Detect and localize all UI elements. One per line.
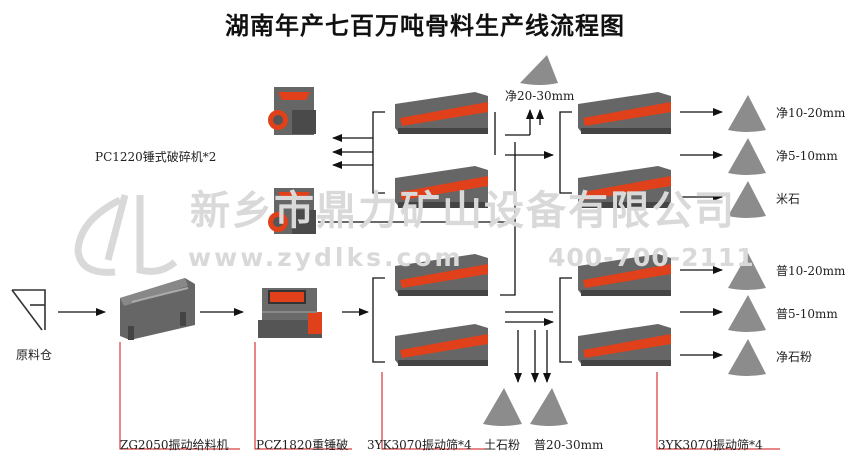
- label-feeder: ZG2050振动给料机: [120, 438, 229, 452]
- pile-icon-clean-10-20: [728, 95, 766, 132]
- pile-icon-soil-stone-powder: [483, 388, 522, 426]
- label-clean-5-10: 净5-10mm: [776, 149, 838, 163]
- screen-icon-tr1: [578, 92, 671, 134]
- screen-icon-tr2: [578, 166, 671, 208]
- screen-icon-bl1: [395, 254, 488, 296]
- raw-bin-icon: [11, 289, 46, 331]
- watermark-logo: [74, 194, 178, 276]
- screen-icon-bl2: [395, 324, 488, 366]
- heavy-hammer-crusher-icon: [258, 288, 322, 338]
- watermark-website: www.zydlks.com: [188, 243, 464, 272]
- label-heavy-hammer: PCZ1820重锤破: [256, 438, 349, 452]
- pile-icon-rice-stone: [728, 181, 766, 218]
- label-common-5-10: 普5-10mm: [776, 307, 838, 321]
- pile-icon-common-5-10: [728, 295, 766, 332]
- screen-icon-tl1: [395, 92, 488, 134]
- pile-icon-clean-20-30: [520, 55, 558, 85]
- watermark-company: 新乡市鼎力矿山设备有限公司: [190, 188, 736, 234]
- diagram-title: 湖南年产七百万吨骨料生产线流程图: [225, 12, 625, 40]
- pile-icon-clean-stone-powder: [728, 339, 766, 376]
- pile-icon-clean-5-10: [728, 138, 766, 175]
- label-clean-20-30: 净20-30mm: [505, 89, 575, 103]
- label-screen-right: 3YK3070振动筛*4: [658, 438, 763, 452]
- label-rice-stone: 米石: [776, 192, 801, 206]
- label-common-20-30: 普20-30mm: [534, 438, 604, 452]
- label-screen-left: 3YK3070振动筛*4: [367, 438, 472, 452]
- label-clean-10-20: 净10-20mm: [776, 106, 846, 120]
- pile-icon-common-10-20: [728, 253, 766, 290]
- vibrating-feeder-icon: [120, 278, 195, 340]
- pile-icon-common-20-30: [530, 388, 568, 426]
- label-soil-stone-powder: 土石粉: [484, 438, 521, 452]
- flow-lines: [58, 108, 723, 383]
- product-piles: [483, 55, 766, 426]
- label-clean-stone-powder: 净石粉: [776, 350, 813, 364]
- label-common-10-20: 普10-20mm: [776, 264, 846, 278]
- leader-lines: [119, 342, 780, 450]
- screen-icon-br1: [578, 254, 671, 296]
- pc-hammer-crusher-icon-2: [268, 188, 316, 234]
- watermark-phone: 400-700-2111: [548, 243, 755, 272]
- label-pc-crusher: PC1220锤式破碎机*2: [95, 150, 217, 164]
- label-raw-bin: 原料仓: [16, 348, 53, 362]
- screen-icon-br2: [578, 324, 671, 366]
- screen-icon-tl2: [395, 166, 488, 208]
- pc-hammer-crusher-icon-1: [268, 87, 316, 135]
